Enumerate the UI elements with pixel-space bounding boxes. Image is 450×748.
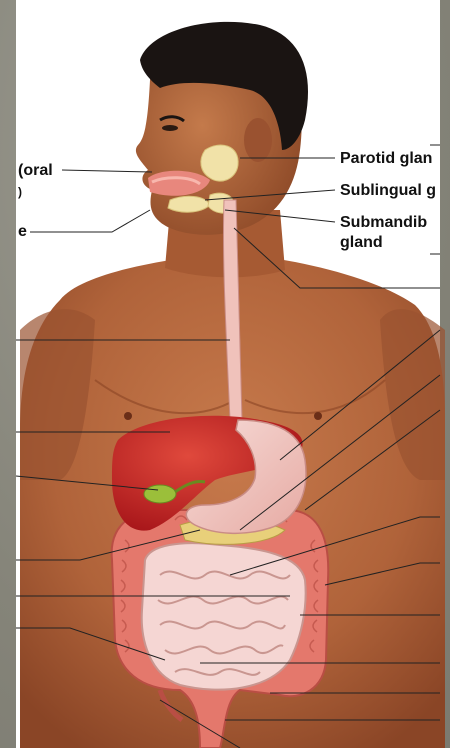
gall-bladder — [144, 485, 176, 503]
label-parotid-gland: Parotid glan — [340, 150, 432, 168]
label-oral-paren: ) — [18, 183, 22, 201]
parotid-gland — [201, 145, 238, 181]
label-oral-cavity: (oral — [18, 162, 53, 180]
label-truncated-e: e — [18, 223, 27, 241]
nipple-right — [314, 412, 322, 420]
ear — [244, 118, 272, 162]
label-submandibular-gland: Submandib — [340, 214, 427, 232]
nipple-left — [124, 412, 132, 420]
small-intestine — [142, 543, 306, 690]
label-sublingual-gland: Sublingual g — [340, 182, 436, 200]
eye — [162, 125, 178, 131]
label-submandibular-gland-line2: gland — [340, 234, 383, 252]
